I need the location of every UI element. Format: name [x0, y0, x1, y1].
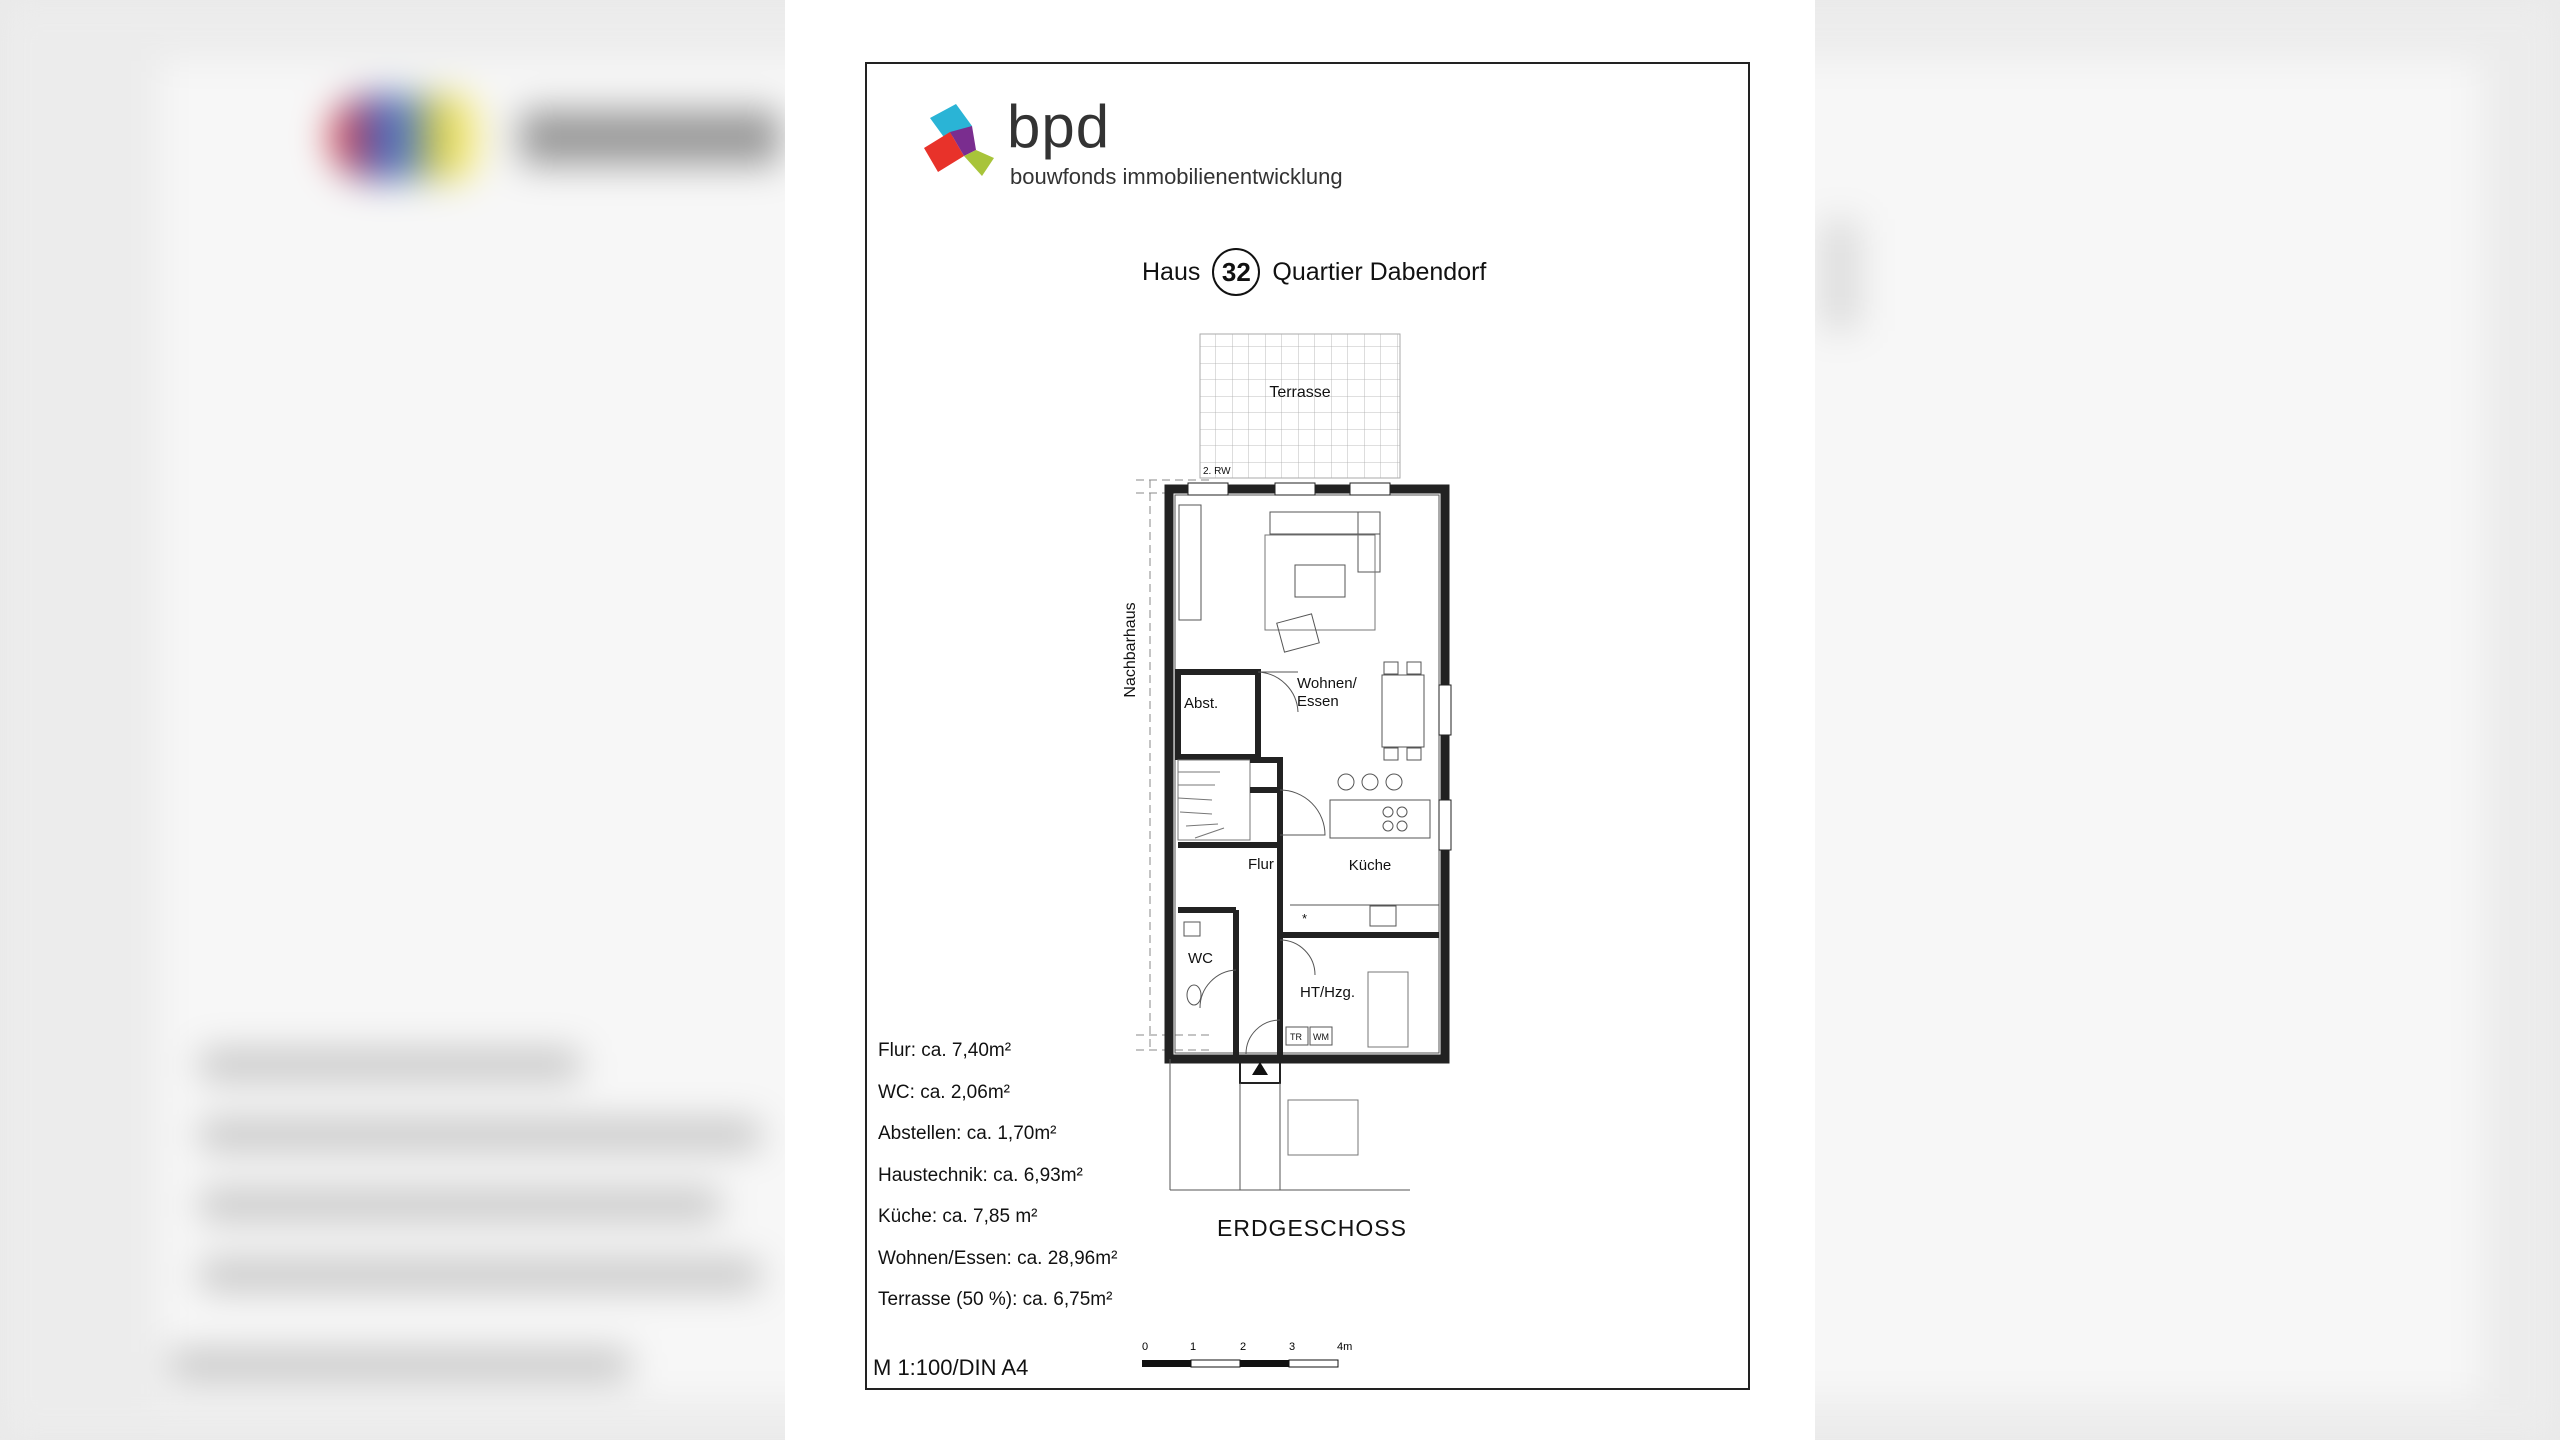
sideboard [1178, 504, 1202, 621]
sofa [1357, 511, 1381, 573]
background-text-blur [520, 110, 780, 165]
window [1438, 684, 1452, 736]
area-item: Flur: ca. 7,40m² [878, 1040, 1012, 1061]
armchair [1276, 613, 1320, 653]
chair [1383, 661, 1399, 675]
door-swing [1279, 939, 1316, 976]
area-item: Terrasse (50 %): ca. 6,75m² [878, 1289, 1113, 1310]
bpd-logo-icon [924, 104, 994, 176]
background-logo-blur [330, 95, 490, 180]
terrace-tiles [1199, 333, 1401, 479]
rw-label: 2. RW [1203, 466, 1231, 477]
washer [1309, 1026, 1333, 1046]
area-item: Haustechnik: ca. 6,93m² [878, 1164, 1083, 1186]
plan-frame [865, 62, 1750, 1390]
background-line [200, 1120, 760, 1150]
hall-label: Flur [1248, 856, 1274, 873]
door-swing [1279, 789, 1326, 836]
toilet-icon [1186, 984, 1202, 1006]
scale-tick: 4m [1337, 1341, 1352, 1353]
exterior-wall [1164, 484, 1450, 1064]
area-item: Wohnen/Essen: ca. 28,96m² [878, 1247, 1118, 1269]
window [1349, 482, 1391, 496]
tr-label: TR [1290, 1032, 1302, 1042]
rug [1264, 534, 1376, 631]
dining-table [1381, 674, 1425, 748]
title-suffix: Quartier Dabendorf [1272, 257, 1487, 286]
scale-bar: 0 1 2 3 4m [1142, 1341, 1352, 1368]
floor-label: ERDGESCHOSS [1217, 1215, 1407, 1241]
cooktop-icon [1382, 806, 1408, 832]
door-swing [1199, 969, 1237, 1009]
background-line [200, 1260, 760, 1290]
floor-plan: Terrasse 2. RW Nachbarhaus Wohnen/ Essen… [1122, 333, 1452, 1191]
kitchen-island [1329, 799, 1431, 839]
area-item: Küche: ca. 7,85 m² [878, 1206, 1038, 1227]
area-list: Flur: ca. 7,40m² WC: ca. 2,06m² Abstelle… [878, 1038, 1117, 1329]
living-label-1: Wohnen/ [1297, 675, 1358, 692]
tech-label: HT/Hzg. [1300, 984, 1355, 1001]
scale-tick: 2 [1240, 1341, 1246, 1353]
living-label-2: Essen [1297, 693, 1339, 710]
scale-tick: 0 [1142, 1341, 1148, 1353]
wc-label: WC [1188, 950, 1213, 967]
coffee-table [1294, 564, 1346, 598]
wm-label: WM [1313, 1032, 1329, 1042]
sofa [1269, 511, 1381, 535]
scale-text: M 1:100/DIN A4 [873, 1355, 1029, 1380]
area-item: Abstellen: ca. 1,70m² [878, 1123, 1057, 1144]
window [1274, 482, 1316, 496]
background-line [200, 1190, 720, 1220]
heating-unit [1367, 971, 1409, 1048]
background-line [170, 1350, 630, 1380]
terrace-label: Terrasse [1269, 384, 1330, 401]
scale-segment [1142, 1360, 1191, 1367]
scale-segment [1288, 1359, 1339, 1368]
storage-label: Abst. [1184, 695, 1218, 712]
asterisk: * [1302, 911, 1307, 926]
chair [1383, 747, 1399, 761]
kitchen-label: Küche [1349, 857, 1392, 874]
plan-title: Haus 32 Quartier Dabendorf [1142, 248, 1486, 296]
stool [1385, 773, 1403, 791]
sink [1369, 905, 1397, 927]
scale-tick: 3 [1289, 1341, 1295, 1353]
storage-wall [1175, 669, 1261, 760]
dryer [1285, 1026, 1309, 1046]
neighbor-label: Nachbarhaus [1122, 602, 1139, 697]
house-number-badge: 32 [1212, 248, 1261, 296]
stool [1337, 773, 1355, 791]
background-line [200, 1050, 580, 1080]
wall [1250, 757, 1283, 793]
door-swing [1257, 671, 1299, 713]
scale-tick: 1 [1190, 1341, 1196, 1353]
wc-basin-icon [1183, 921, 1201, 937]
scale-segment [1240, 1360, 1289, 1367]
title-prefix: Haus [1142, 257, 1201, 286]
entrance-step [1239, 1056, 1281, 1084]
inner-wall-line [1174, 494, 1440, 1054]
logo-wordmark: bpd [1007, 93, 1111, 160]
scale-segment [1190, 1359, 1241, 1368]
chair [1406, 747, 1422, 761]
bin-enclosure [1287, 1099, 1359, 1156]
door-swing [1245, 1019, 1281, 1055]
area-item: WC: ca. 2,06m² [878, 1081, 1010, 1103]
chair [1406, 661, 1422, 675]
staircase [1177, 759, 1251, 841]
entrance-arrow-icon [1252, 1062, 1268, 1075]
logo-subtitle: bouwfonds immobilienentwicklung [1010, 164, 1343, 189]
window [1187, 482, 1229, 496]
window [1438, 799, 1452, 851]
background-panel [1820, 220, 1860, 330]
stool [1361, 773, 1379, 791]
